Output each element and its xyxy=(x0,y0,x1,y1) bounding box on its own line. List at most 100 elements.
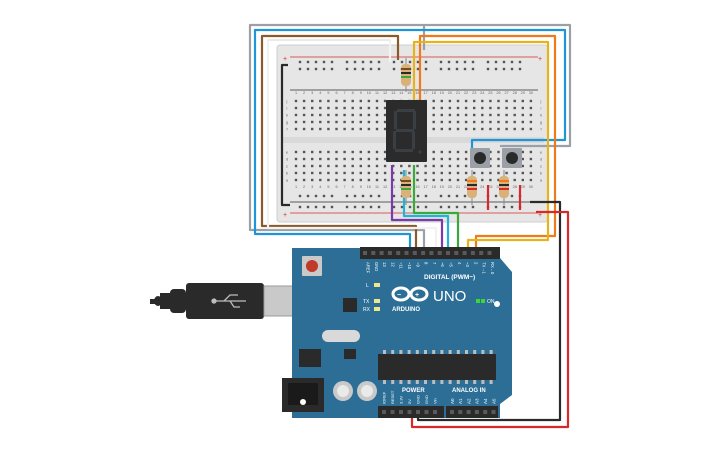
resistors[interactable] xyxy=(401,58,509,205)
ic-pin xyxy=(432,380,436,384)
analog-header-pins[interactable] xyxy=(450,410,496,414)
wire-black-left[interactable] xyxy=(280,63,290,207)
digital-pin[interactable] xyxy=(470,251,475,255)
bb-hole xyxy=(375,106,379,110)
digital-pin[interactable] xyxy=(379,251,384,255)
resistor-display-bottom[interactable] xyxy=(401,170,411,205)
column-number: 15 xyxy=(407,91,411,95)
bb-hole xyxy=(367,171,371,175)
power-jack-inner xyxy=(288,383,318,405)
bb-hole xyxy=(497,99,500,103)
column-number: 8 xyxy=(352,185,354,189)
digital-pin[interactable] xyxy=(371,251,376,255)
rail-hole xyxy=(471,67,475,71)
bb-hole xyxy=(319,150,322,154)
bb-hole xyxy=(432,171,435,175)
led-l xyxy=(374,283,380,287)
bb-hole xyxy=(302,171,306,175)
column-number: 12 xyxy=(383,91,387,95)
analog-pin[interactable] xyxy=(450,410,454,414)
column-number: 5 xyxy=(327,185,329,189)
power-pin[interactable] xyxy=(399,410,403,414)
bb-hole xyxy=(529,127,533,131)
row-letter: g xyxy=(286,120,288,125)
power-pin[interactable] xyxy=(382,410,386,414)
bb-hole xyxy=(464,120,468,124)
digital-pin[interactable] xyxy=(412,251,417,255)
pushbutton-2[interactable] xyxy=(502,148,522,168)
wire-green[interactable] xyxy=(412,165,460,248)
analog-pin[interactable] xyxy=(474,410,479,414)
digital-pin[interactable] xyxy=(462,251,467,255)
rail-hole xyxy=(298,67,302,71)
analog-label: ANALOG IN xyxy=(452,388,486,394)
bb-hole xyxy=(440,106,443,110)
wire-yellow[interactable] xyxy=(412,40,550,248)
analog-pin[interactable] xyxy=(491,410,496,414)
power-pin[interactable] xyxy=(390,410,395,414)
digital-header-pins[interactable] xyxy=(363,251,492,255)
power-pin[interactable] xyxy=(407,410,412,414)
bb-hole xyxy=(343,99,346,103)
analog-pin[interactable] xyxy=(483,410,488,414)
rail-hole xyxy=(424,67,428,71)
digital-pin[interactable] xyxy=(487,251,492,255)
crystal xyxy=(322,330,360,342)
bb-hole xyxy=(311,171,314,175)
digital-pin[interactable] xyxy=(446,251,450,255)
ic-pin xyxy=(473,380,477,384)
ic-pin xyxy=(424,380,427,384)
column-number: 1 xyxy=(295,185,297,189)
rail-hole xyxy=(502,205,506,209)
bb-hole xyxy=(497,113,500,117)
bb-hole xyxy=(456,150,460,154)
digital-pin[interactable] xyxy=(421,251,426,255)
power-pin[interactable] xyxy=(433,410,437,414)
digital-pin[interactable] xyxy=(387,251,392,255)
pushbutton-1[interactable] xyxy=(470,148,490,168)
resistor-top[interactable] xyxy=(401,58,411,92)
wire-purple[interactable] xyxy=(390,165,444,248)
bb-hole xyxy=(343,157,346,161)
bb-hole xyxy=(464,127,468,131)
resistor-button-2[interactable] xyxy=(499,170,509,205)
digital-pin[interactable] xyxy=(479,251,484,255)
wire-brown[interactable] xyxy=(260,34,418,248)
wire-gray-right[interactable] xyxy=(424,23,572,148)
digital-pin[interactable] xyxy=(396,251,401,255)
digital-pin[interactable] xyxy=(363,251,367,255)
wires[interactable] xyxy=(248,23,572,429)
power-header-pins[interactable] xyxy=(382,410,437,414)
wire-blue[interactable] xyxy=(253,28,567,248)
digital-pin[interactable] xyxy=(437,251,442,255)
digital-pin[interactable] xyxy=(454,251,459,255)
bb-hole xyxy=(383,113,387,117)
column-number: 22 xyxy=(464,185,468,189)
wire-orange[interactable] xyxy=(418,34,557,248)
analog-pin[interactable] xyxy=(466,410,471,414)
led-tx-label: TX xyxy=(363,299,370,305)
bb-hole xyxy=(489,178,492,182)
rail-hole xyxy=(377,194,381,198)
resistor-button-1[interactable] xyxy=(467,170,477,205)
power-pin[interactable] xyxy=(424,410,429,414)
column-number: 10 xyxy=(367,91,371,95)
bb-hole xyxy=(400,171,403,175)
digital-pin-label: ~3 xyxy=(465,262,470,267)
logo-minus: − xyxy=(397,292,401,299)
analog-pin[interactable] xyxy=(458,410,463,414)
digital-pin[interactable] xyxy=(404,251,409,255)
power-pin-label: IOREF xyxy=(382,391,387,404)
digital-pin-label: 13 xyxy=(382,262,387,267)
digital-pin[interactable] xyxy=(429,251,434,255)
wire-white[interactable] xyxy=(266,38,438,248)
seven-segment-display[interactable]: 8 xyxy=(386,100,427,162)
power-pin[interactable] xyxy=(416,410,420,414)
digital-label: DIGITAL (PWM~) xyxy=(424,274,475,281)
bb-hole xyxy=(375,113,379,117)
bb-hole xyxy=(513,113,516,117)
capacitor-1-top xyxy=(337,385,349,397)
bb-hole xyxy=(432,164,435,168)
